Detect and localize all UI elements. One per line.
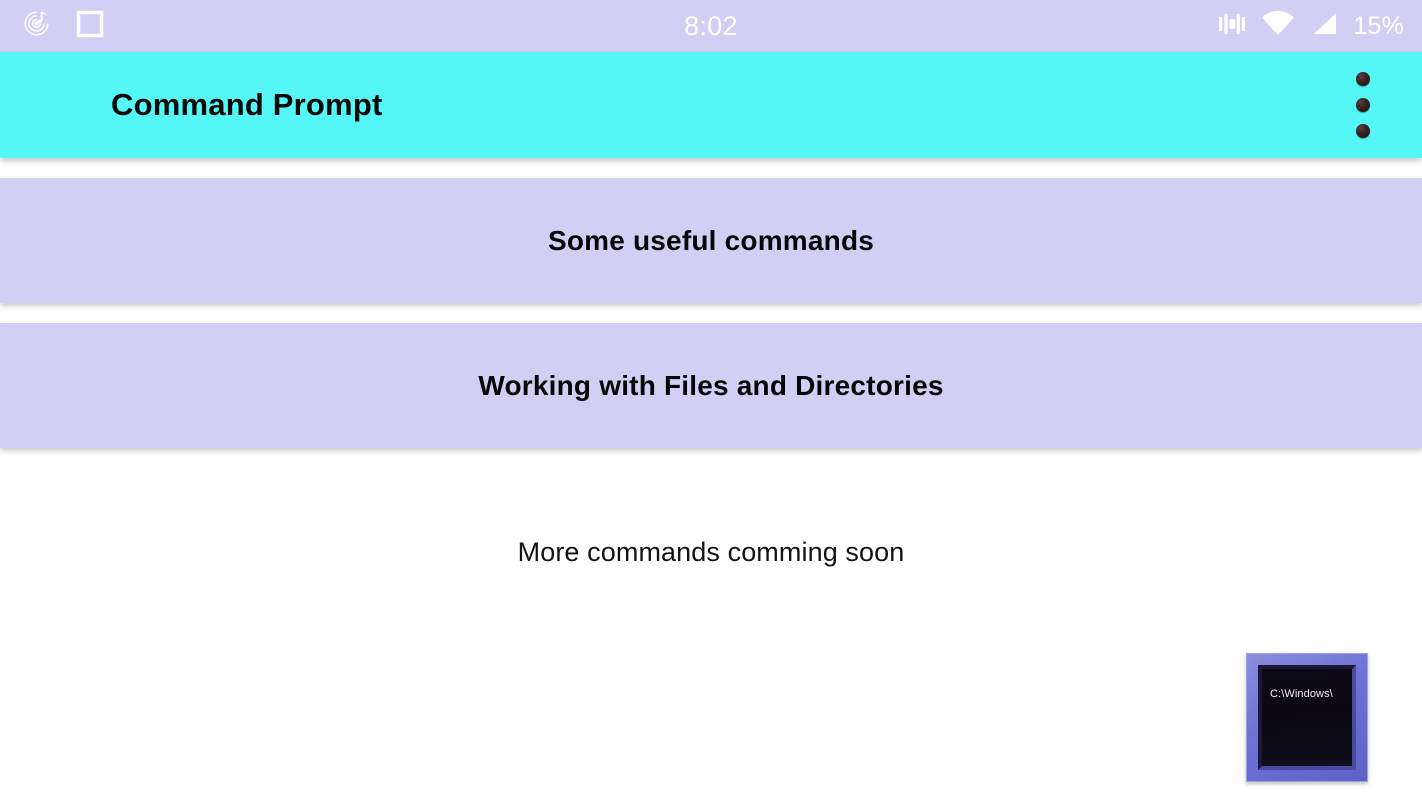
status-bar: 8:02 15%	[0, 0, 1422, 52]
cellular-signal-icon	[1309, 10, 1339, 43]
status-bar-clock: 8:02	[684, 10, 738, 41]
music-note-record-icon	[22, 9, 52, 44]
app-bar: Command Prompt	[0, 52, 1422, 158]
status-bar-notification-icons	[0, 9, 104, 44]
more-vert-dot-3	[1356, 124, 1370, 138]
more-vert-dot-2	[1356, 98, 1370, 112]
menu-button-list: Some useful commands Working with Files …	[0, 158, 1422, 448]
more-vert-dot-1	[1356, 72, 1370, 86]
vibrate-icon	[1217, 10, 1247, 43]
app-title: Command Prompt	[111, 87, 383, 122]
menu-button-label: Working with Files and Directories	[478, 369, 944, 401]
menu-button-label: Some useful commands	[547, 224, 875, 256]
more-vert-icon[interactable]	[1346, 66, 1380, 144]
battery-percentage: 15%	[1353, 11, 1404, 40]
more-commands-note: More commands comming soon	[517, 537, 905, 567]
menu-button-some-useful-commands[interactable]: Some useful commands	[0, 178, 1422, 303]
square-outline-icon	[76, 10, 104, 43]
command-prompt-icon-screen: C:\Windows\	[1262, 669, 1352, 766]
command-prompt-icon-frame: C:\Windows\	[1258, 665, 1356, 770]
status-bar-system-icons: 15%	[1217, 0, 1404, 52]
menu-button-working-with-files-and-directories[interactable]: Working with Files and Directories	[0, 323, 1422, 448]
wifi-icon	[1261, 10, 1295, 43]
command-prompt-icon[interactable]: C:\Windows\	[1246, 653, 1368, 782]
status-bar-clock-wrap: 8:02	[0, 0, 1422, 52]
command-prompt-icon-path-text: C:\Windows\	[1270, 688, 1333, 700]
